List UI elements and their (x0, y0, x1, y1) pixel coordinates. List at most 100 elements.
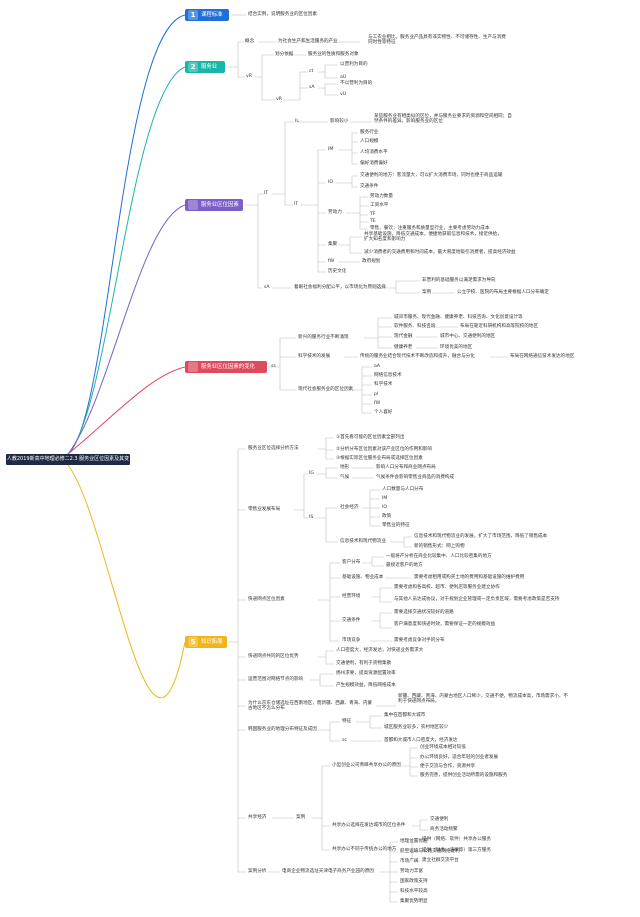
node: 案例 (422, 290, 432, 295)
branch-label: 服务业 (201, 64, 218, 70)
branch-knowledge-extension[interactable]: 5 知识拓展 (185, 636, 227, 648)
node: ①首先看可能的区位因素全部列出 (336, 435, 405, 440)
node: 减少消费者的交通费用和时间成本，最大限度地吸引消费者，提高经济效益 (364, 250, 516, 255)
node: 建立社群交流平台 (422, 858, 459, 863)
node: 政策 (382, 514, 392, 519)
node: IS (309, 515, 314, 520)
node: 需要考虑租用或购买土地的费用和基础设施的维护费用 (414, 575, 525, 580)
connector-branch-5 (67, 464, 186, 699)
connector-branch-1 (67, 14, 186, 455)
node: 商务活动频繁 (430, 827, 458, 832)
node: 网络信息技术 (374, 373, 402, 378)
node: 人口规模 (360, 139, 379, 144)
node: 为社会生产和生活服务的产业 (278, 39, 338, 44)
node: 偏好消费偏好 (360, 161, 388, 166)
branch-label: 服务业区位因素的变化 (201, 364, 255, 370)
node: 现代社会服务业的区位因素 (298, 387, 354, 392)
node: 集聚 (328, 242, 338, 247)
connector-branch-4 (67, 366, 186, 455)
node: 城区服务业较多，农村地区较少 (384, 725, 449, 730)
node: 特征 (342, 719, 352, 724)
node: 政府规划 (362, 259, 381, 264)
node: 交通便利 (430, 817, 449, 822)
node: IM (382, 496, 388, 501)
node: 科学技术的发展 (298, 354, 331, 359)
node: 地形 (340, 465, 350, 470)
node: 新兴的服务行业不断涌现 (298, 335, 349, 340)
node: 人口密度大，经济发达，对快递业务需求大 (336, 648, 424, 653)
node: IT (294, 202, 299, 207)
node: 零售、餐饮：注重服务和质量型行业，主要考虑劳动力成本 (370, 226, 490, 231)
node: 服务行业 (360, 130, 379, 135)
node: 影响较小 (330, 119, 349, 124)
node: vR (276, 97, 282, 102)
node: pI (374, 392, 379, 397)
node: 创业环境成本相对较低 (420, 745, 466, 750)
node: fW (328, 259, 335, 264)
node: 为什么京东仓储选址在西南地区，而新疆、西藏、青海、内蒙古地区不怎么分布 (248, 701, 373, 712)
node: 以营利为目的 (340, 62, 368, 67)
node: TF (370, 212, 376, 217)
node: 社会经济 (340, 505, 359, 510)
node: 科技水平较高 (400, 889, 428, 894)
node: 扬州求要，提高资源配置效率 (336, 671, 396, 676)
node: 一般将产分析在商业比较集中、人口比较密集的地方 (386, 554, 492, 559)
node: 工资水平 (370, 203, 389, 208)
node: 信息技术和现代物流业 (340, 539, 386, 544)
node: 劳动力 (328, 210, 342, 215)
node: IO (328, 180, 333, 185)
node: 个人喜好 (374, 410, 393, 415)
branch-label: 课程标准 (201, 12, 223, 18)
node: IG (309, 471, 314, 476)
branch-location-changes[interactable]: 服务业区位因素的变化 (185, 361, 267, 373)
node: 服务业的性质和服务对象 (308, 52, 359, 57)
node: 结合实例，说明服务业的区位因素 (248, 12, 317, 17)
node: 科学技术 (374, 382, 393, 387)
node: aU (340, 75, 347, 80)
node: 划分依据 (275, 52, 294, 57)
node: 客户分布 (342, 560, 361, 565)
node: 集聚优势明显 (400, 899, 428, 904)
node: 共享基础设施，降低交通成本，便捷地获取信息和技术，接近供给，扩大知名度和影响力 (364, 232, 502, 243)
node: 快递网点区位因素 (248, 597, 285, 602)
node: IO (382, 505, 387, 510)
node: 服务完善，提供创业活动所需的设施和服务 (420, 773, 508, 778)
branch-curriculum-standard[interactable]: 1 课程标准 (185, 9, 229, 21)
node: vR (246, 74, 252, 79)
node: 电商企业物流选址天津电子商务产业园的原因 (282, 869, 374, 874)
node: 新的销售形式：网上购物 (414, 544, 465, 549)
node: 人均消费水平 (360, 150, 388, 155)
node: 产生规模效益，降低网络成本 (336, 683, 396, 688)
node: 提供（网络、软件）共享办公服务 (422, 837, 491, 842)
branch-label: 服务业区位因素 (201, 202, 239, 208)
node: 共享经济 (248, 815, 267, 820)
node: 便于交流与合作，资源共享 (420, 764, 476, 769)
branch-number-badge (188, 362, 198, 372)
node: ②分析分布区位因素对该产业区位的作用和影响 (336, 447, 432, 452)
node: 运营范围对网络节点的影响 (248, 677, 304, 682)
node: 客户满意度和快递时效，需要保证一定的规模效益 (394, 622, 496, 627)
node: 现代金融 (394, 334, 413, 339)
branch-location-factors[interactable]: 服务业区位因素 (185, 199, 243, 211)
node: 不以营利为目的 (340, 81, 373, 86)
node: 劳动力数量 (370, 194, 393, 199)
node: IL (295, 119, 299, 124)
node: 着眼社会福利分配公平，以市场化为原则选择 (294, 285, 386, 290)
node: 某些服务业有相类似的区位，并与服务业要求的资源和空间相同；自然条件的差异，影响服… (374, 114, 512, 125)
node: 城市中心、交通便利的地区 (440, 334, 496, 339)
root-node[interactable]: 人教2019新高中地理必修二2.3 服务业区位因素及其变化 (6, 454, 130, 473)
node: 需要考虑和各高校、超市、便利店等服务业建立协作 (394, 585, 500, 590)
node: 小型创业公司青睐共享办公的原因 (332, 763, 401, 768)
connector-branch-3 (67, 204, 186, 455)
branch-service-industry[interactable]: 2 服务业 (185, 61, 225, 73)
node: 市场竞争 (342, 638, 361, 643)
node: 国家政策支持 (400, 879, 428, 884)
node: 影响人口分布和商业网点布局 (376, 465, 436, 470)
node: 概念 (245, 39, 255, 44)
node: 布局在靠近科研机构和高等院校的地区 (460, 324, 539, 329)
node: 最接近客户的地方 (386, 563, 423, 568)
node: 与工农业相比，服务业产品具有非实物性、不可储存性、生产与消费同时性等特征 (368, 35, 506, 46)
node: ss (271, 364, 276, 369)
node: 案例分析 (248, 869, 267, 874)
node: IM (328, 147, 334, 152)
